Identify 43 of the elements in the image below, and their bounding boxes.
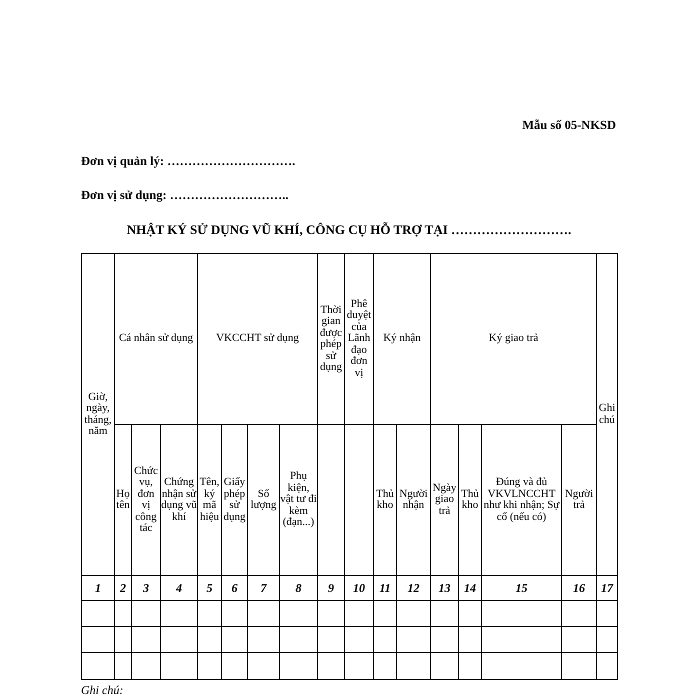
table-cell: 15: [482, 576, 562, 601]
table-cell: VKCCHT sử dụng: [198, 254, 318, 425]
table-cell: 17: [597, 576, 618, 601]
table-cell: Ngày giao trả: [431, 425, 459, 576]
table-cell: Thủ kho: [374, 425, 397, 576]
table-cell: 7: [248, 576, 280, 601]
table-cell: 1: [82, 576, 115, 601]
table-cell: Người trả: [562, 425, 597, 576]
table-cell: Số lượng: [248, 425, 280, 576]
form-number: Mẫu số 05-NKSD: [522, 117, 616, 134]
table-cell: Ghi chú: [597, 254, 618, 576]
table-cell: 9: [318, 576, 345, 601]
table-cell: Đúng và đủ VKVLNCCHT như khi nhận; Sự cố (nếu có): [482, 425, 562, 576]
table-cell: 4: [161, 576, 198, 601]
table-cell: 2: [115, 576, 132, 601]
table-cell: Thủ kho: [459, 425, 482, 576]
form-title: NHẬT KÝ SỬ DỤNG VŨ KHÍ, CÔNG CỤ HỖ TRỢ TẠI ……………………….: [126, 221, 572, 239]
table-cell: 14: [459, 576, 482, 601]
using-unit-line: Đơn vị sử dụng: ………………………..: [81, 187, 289, 204]
table-cell: Phê duyệt của Lãnh đạo đơn vị: [345, 254, 374, 425]
table-cell: Họ tên: [115, 425, 132, 576]
table-cell: Chứng nhận sử dụng vũ khí: [161, 425, 198, 576]
table-cell: 12: [397, 576, 431, 601]
table-cell: Ký giao trả: [431, 254, 597, 425]
table-cell: 11: [374, 576, 397, 601]
table-cell: 16: [562, 576, 597, 601]
managing-unit-line: Đơn vị quản lý: ………………………….: [81, 153, 296, 170]
table-cell: Ký nhận: [374, 254, 431, 425]
table-cell: Giấy phép sử dụng: [222, 425, 248, 576]
table-cell: 3: [132, 576, 161, 601]
table-cell: 8: [280, 576, 318, 601]
table-cell: 10: [345, 576, 374, 601]
table-cell: 5: [198, 576, 222, 601]
table-cell: Người nhận: [397, 425, 431, 576]
table-cell: Phụ kiện, vật tư đi kèm (đạn...): [280, 425, 318, 576]
table-cell: Chức vụ, đơn vị công tác: [132, 425, 161, 576]
table-cell: Thời gian được phép sử dụng: [318, 254, 345, 425]
table-cell: 13: [431, 576, 459, 601]
note-label: Ghi chú:: [81, 683, 124, 697]
table-cell: Cá nhân sử dụng: [115, 254, 198, 425]
table-cell: Tên, ký mã hiệu: [198, 425, 222, 576]
table-cell: 6: [222, 576, 248, 601]
table-cell: Giờ, ngày, tháng, năm: [82, 254, 115, 576]
